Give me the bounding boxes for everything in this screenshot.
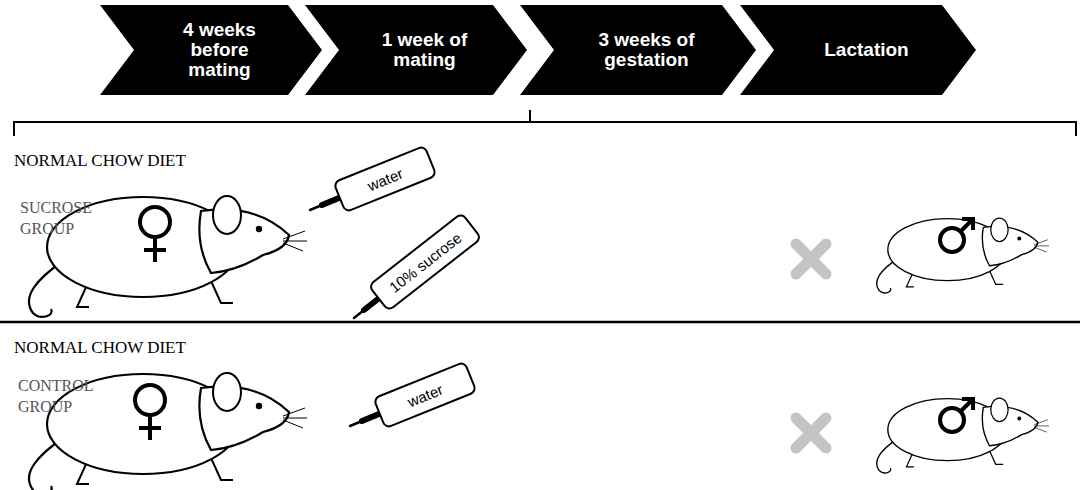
water-bottle: 10% sucrose [367,212,482,313]
cross-mark [796,244,826,274]
male-rat [877,218,1049,293]
chevron-text-box: 1 week of mating [375,5,475,95]
water-bottle: water [332,145,437,214]
group-label: CONTROL GROUP [18,376,113,418]
phase-label: 1 week of mating [375,30,475,70]
phase-chevron: 1 week of mating [305,5,527,95]
chevron-outline [520,5,756,95]
diet-label: NORMAL CHOW DIET [14,337,274,359]
bottle-spout [310,198,339,210]
bracket-tick [529,110,531,123]
female-symbol [135,385,165,440]
cross-mark [796,418,826,448]
phase-chevron: 3 weeks of gestation [520,5,756,95]
phase-label: 3 weeks of gestation [588,30,706,70]
chevron-outline [100,5,322,95]
group-separator [0,321,1080,324]
chevron-outline [305,5,527,95]
bracket-tick [13,121,15,136]
male-rat [877,398,1049,473]
group-label: SUCROSE GROUP [20,198,115,240]
bottle-spout [354,299,378,318]
male-symbol [940,219,973,252]
bottle-label: water [405,380,445,410]
bottle-label: water [365,164,405,194]
phase-chevron: Lactation [740,5,976,95]
chevron-text-box: 3 weeks of gestation [588,5,706,95]
chevron-outline [740,5,976,95]
phase-chevron: 4 weeks before mating [100,5,322,95]
bracket-tick [1075,121,1077,136]
water-bottle: water [372,361,477,430]
chevron-text-box: Lactation [802,5,932,95]
female-symbol [140,207,170,262]
phase-label: 4 weeks before mating [174,20,266,80]
bottle-spout [350,414,379,426]
timeline-bracket [14,121,1076,123]
male-symbol [940,399,973,432]
chevron-text-box: 4 weeks before mating [174,5,266,95]
phase-label: Lactation [824,40,908,60]
bottle-label: 10% sucrose [386,229,465,296]
diet-label: NORMAL CHOW DIET [14,150,274,172]
